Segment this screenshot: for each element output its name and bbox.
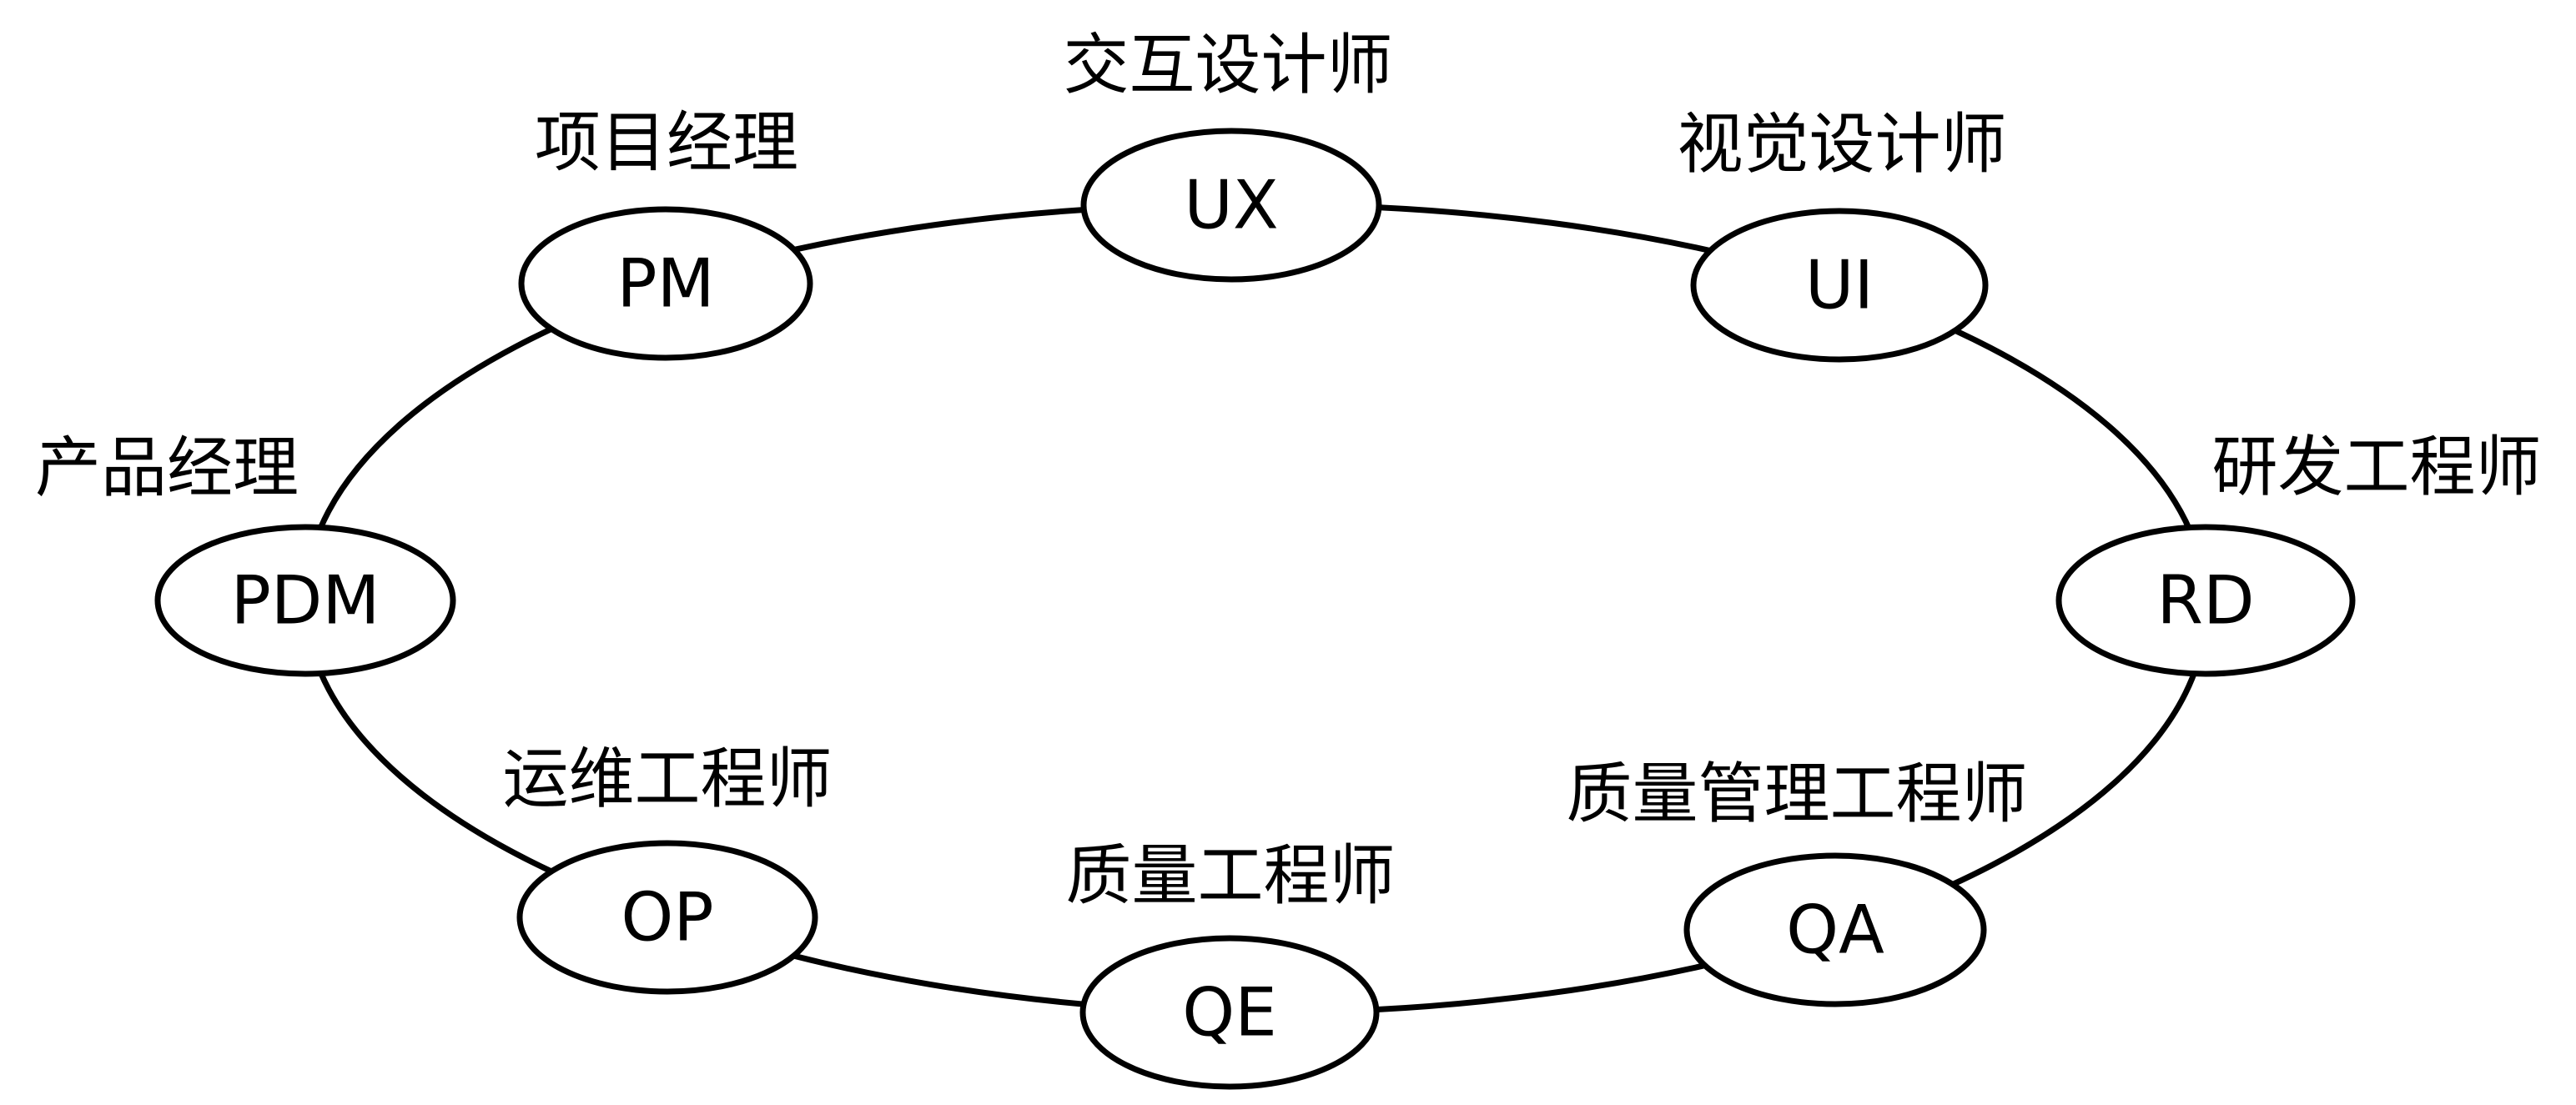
node-qe-role-label: 质量工程师 bbox=[1066, 837, 1396, 914]
node-qe-code: QE bbox=[1182, 974, 1277, 1052]
node-rd-shape bbox=[2055, 524, 2356, 677]
node-qa: QA 质量管理工程师 bbox=[1567, 756, 2028, 1007]
node-rd-code: RD bbox=[2156, 562, 2254, 640]
node-op-role-label: 运维工程师 bbox=[503, 741, 833, 817]
node-pm-shape bbox=[518, 206, 813, 361]
node-ux-role-label: 交互设计师 bbox=[1064, 27, 1393, 103]
node-pdm-role-label: 产品经理 bbox=[35, 429, 299, 506]
node-ux-code: UX bbox=[1184, 167, 1278, 244]
node-op-code: OP bbox=[621, 879, 713, 957]
node-ux: UX 交互设计师 bbox=[1064, 27, 1393, 283]
node-op-shape bbox=[516, 840, 818, 995]
node-qe-shape bbox=[1079, 935, 1380, 1090]
node-pdm-shape bbox=[154, 524, 456, 677]
node-qa-shape bbox=[1683, 852, 1987, 1007]
node-qa-role-label: 质量管理工程师 bbox=[1567, 756, 2028, 832]
node-pm-role-label: 项目经理 bbox=[535, 104, 798, 181]
node-pm-code: PM bbox=[616, 245, 714, 323]
node-op: OP 运维工程师 bbox=[503, 741, 833, 995]
node-pm: PM 项目经理 bbox=[518, 104, 813, 361]
node-ui-code: UI bbox=[1805, 247, 1874, 324]
node-rd-role-label: 研发工程师 bbox=[2212, 429, 2542, 505]
node-ux-shape bbox=[1080, 128, 1382, 283]
node-rd: RD 研发工程师 bbox=[2055, 429, 2542, 677]
node-pdm-code: PDM bbox=[231, 562, 380, 640]
node-qe: QE 质量工程师 bbox=[1066, 837, 1396, 1090]
node-pdm: PDM 产品经理 bbox=[35, 429, 456, 677]
node-ui: UI 视觉设计师 bbox=[1678, 106, 2007, 363]
node-ui-shape bbox=[1690, 208, 1989, 363]
node-ui-role-label: 视觉设计师 bbox=[1678, 106, 2007, 183]
node-qa-code: QA bbox=[1786, 892, 1884, 969]
